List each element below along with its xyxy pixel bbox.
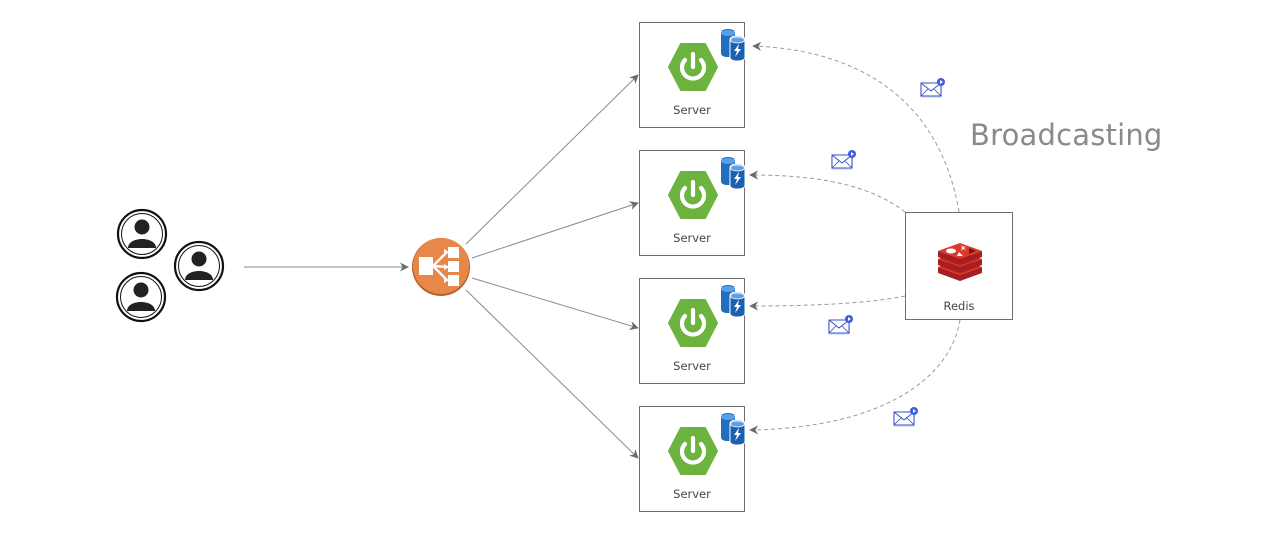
database-cache-icon (721, 285, 746, 317)
user-icon (173, 240, 225, 292)
server-label: Server (673, 487, 711, 501)
server-label: Server (673, 103, 711, 117)
spring-power-icon (668, 43, 718, 91)
redis-label: Redis (943, 299, 975, 313)
edge-lb-to-server-3 (471, 277, 639, 330)
edge-redis-to-server-1 (752, 41, 960, 213)
database-cache-icon (721, 413, 746, 445)
diagram-title: Broadcasting (970, 118, 1163, 152)
clients-group (115, 208, 225, 323)
envelope-message-icon (893, 407, 918, 427)
server-node[interactable]: Server (639, 150, 746, 256)
server-node[interactable]: Server (639, 22, 746, 128)
edge-redis-to-server-3 (749, 295, 906, 311)
edge-lb-to-server-1 (465, 74, 639, 245)
envelope-message-icon (831, 150, 856, 170)
edge-lb-to-server-2 (471, 201, 639, 259)
envelope-message-icon (920, 78, 945, 98)
user-icon (115, 271, 167, 323)
database-cache-icon (721, 157, 746, 189)
redis-icon (938, 243, 982, 281)
server-node[interactable]: Server (639, 278, 746, 384)
server-label: Server (673, 231, 711, 245)
server-label: Server (673, 359, 711, 373)
spring-power-icon (668, 427, 718, 475)
redis-node[interactable]: Redis (905, 212, 1013, 320)
edge-lb-to-server-4 (465, 289, 639, 459)
user-icon (116, 208, 168, 260)
load-balancer-icon[interactable] (412, 238, 470, 296)
edge-redis-to-server-2 (749, 170, 906, 213)
edge-redis-to-server-4 (749, 319, 961, 435)
server-node[interactable]: Server (639, 406, 746, 512)
spring-power-icon (668, 171, 718, 219)
envelope-message-icon (828, 315, 853, 335)
database-cache-icon (721, 29, 746, 61)
spring-power-icon (668, 299, 718, 347)
